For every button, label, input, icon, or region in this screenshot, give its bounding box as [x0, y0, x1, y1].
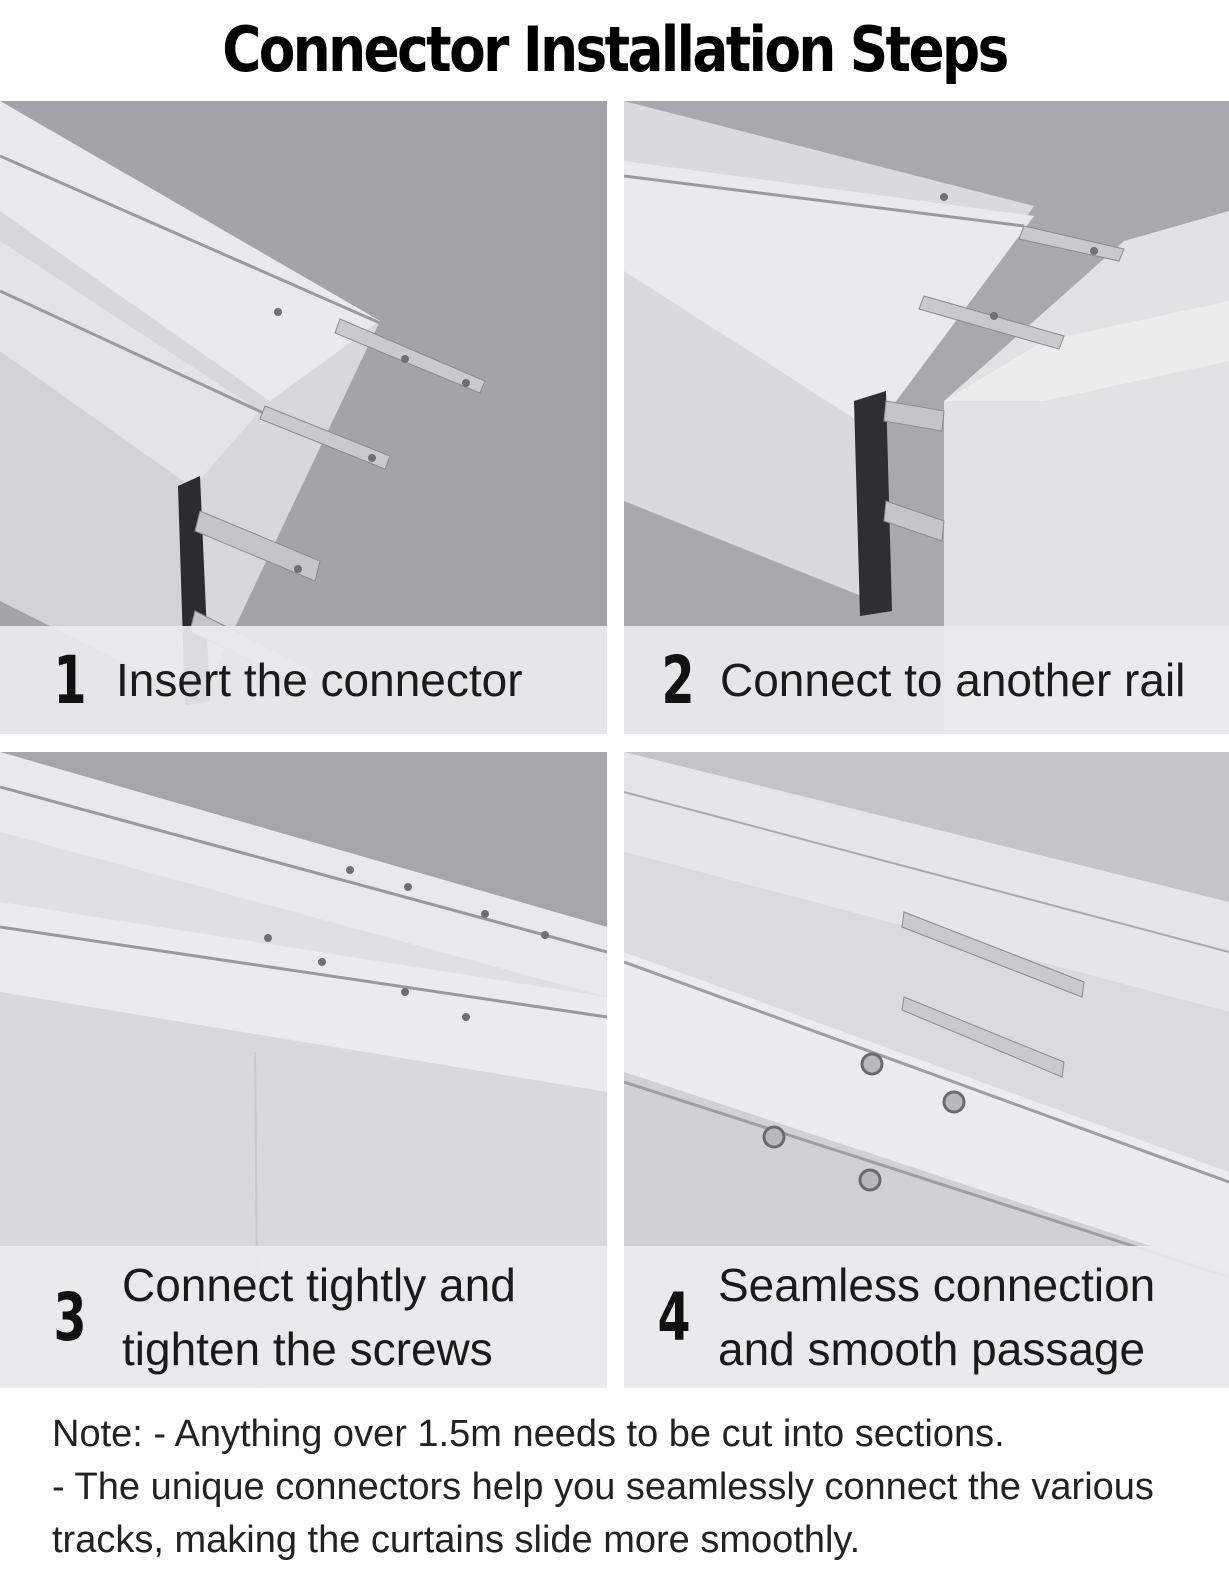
step-4-panel: 4 Seamless connection and smooth passage — [624, 752, 1229, 1388]
step-1-panel: 1 Insert the connector — [0, 101, 607, 734]
note-line-2: - The unique connectors help you seamles… — [52, 1466, 1154, 1508]
step-4-caption: 4 Seamless connection and smooth passage — [624, 1246, 1229, 1388]
rails-joined-image — [624, 101, 1229, 734]
note-line-3: tracks, making the curtains slide more s… — [52, 1519, 861, 1561]
rail-with-connectors-image — [0, 101, 607, 734]
step-3-text-line2: tighten the screws — [122, 1323, 493, 1375]
step-2-panel: 2 Connect to another rail — [624, 101, 1229, 734]
step-3-number: 3 — [53, 1278, 87, 1356]
note-line-1: Note: - Anything over 1.5m needs to be c… — [52, 1413, 1005, 1455]
step-4-text-line2: and smooth passage — [718, 1323, 1146, 1375]
step-3-panel: 3 Connect tightly and tighten the screws — [0, 752, 607, 1388]
step-2-number: 2 — [661, 641, 695, 719]
step-1-text: Insert the connector — [116, 654, 523, 706]
installation-note: Note: - Anything over 1.5m needs to be c… — [52, 1408, 1222, 1567]
step-3-caption: 3 Connect tightly and tighten the screws — [0, 1246, 607, 1388]
step-3-text-line1: Connect tightly and — [122, 1259, 516, 1311]
step-1-caption: 1 Insert the connector — [0, 626, 607, 734]
step-1-number: 1 — [53, 641, 87, 719]
step-2-caption: 2 Connect to another rail — [624, 626, 1229, 734]
step-4-text-line1: Seamless connection — [718, 1259, 1156, 1311]
page-title: Connector Installation Steps — [222, 12, 1009, 86]
step-2-text: Connect to another rail — [720, 654, 1186, 706]
step-4-number: 4 — [657, 1278, 691, 1356]
